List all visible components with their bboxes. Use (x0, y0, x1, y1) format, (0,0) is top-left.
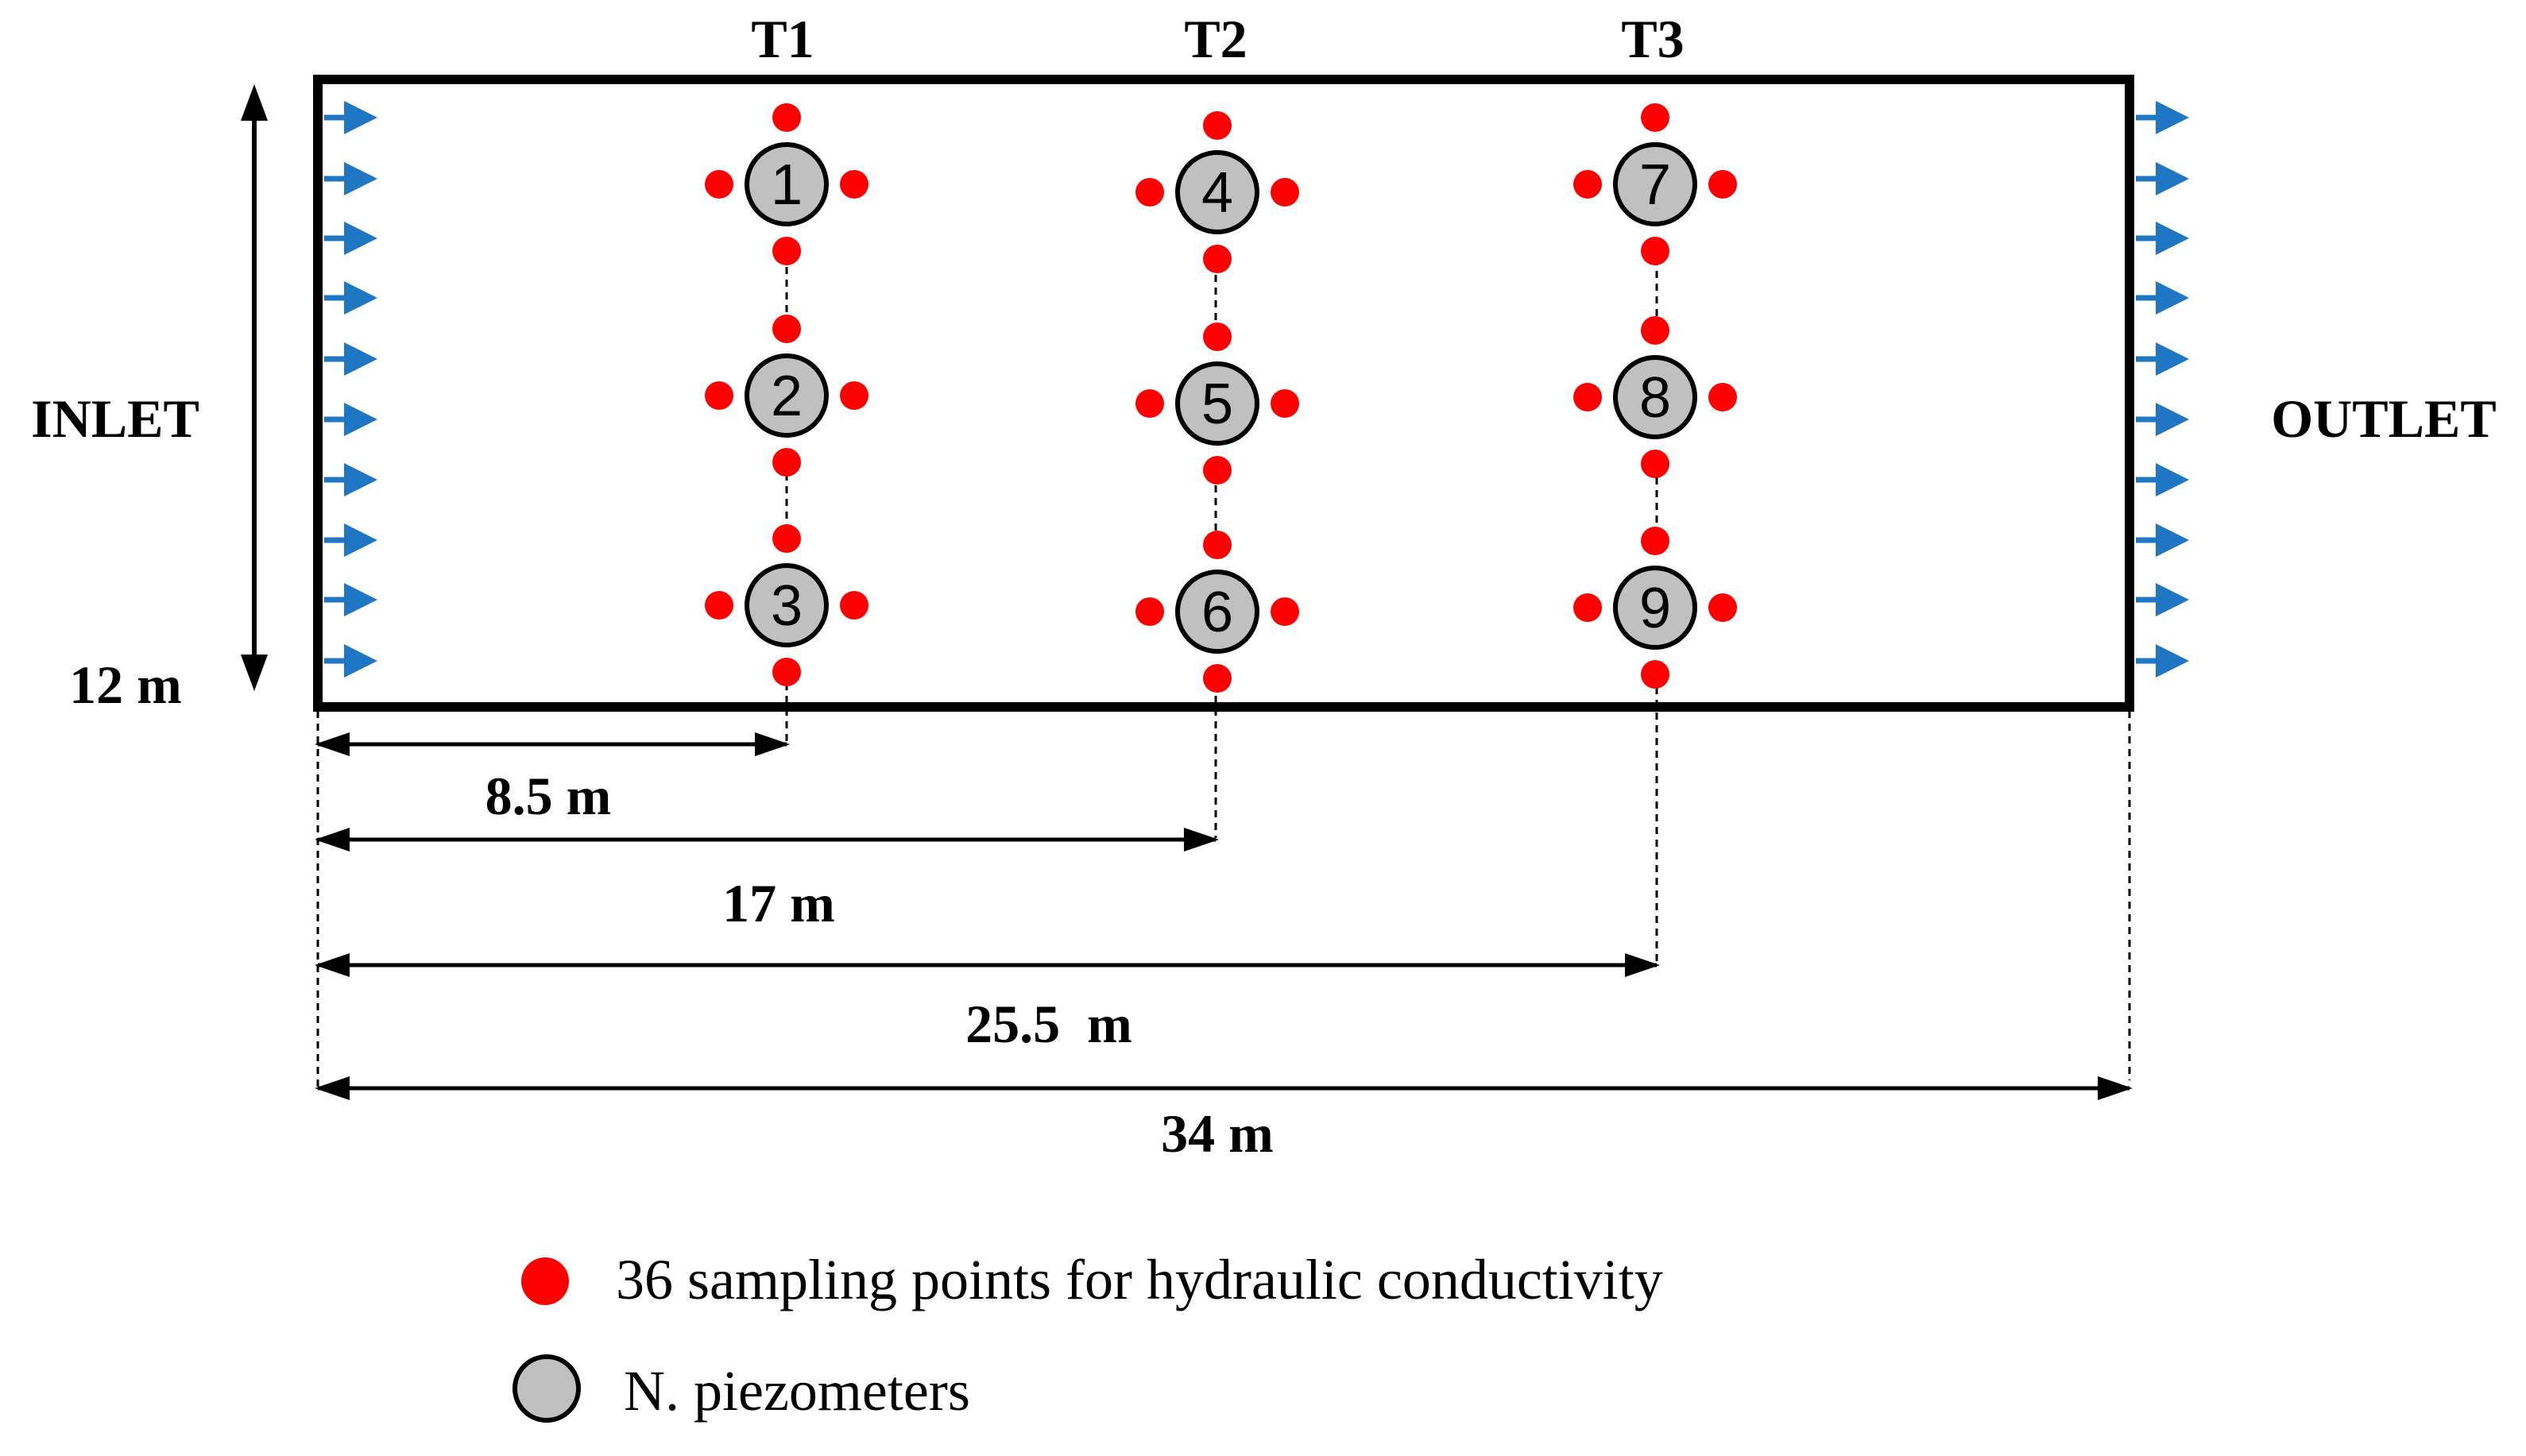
distance-dimension-34 (315, 1076, 2133, 1100)
sampling-point-6-bottom (1203, 664, 1232, 693)
piezometer-9: 9 (1573, 527, 1737, 689)
sampling-point-4-left (1135, 178, 1164, 207)
piezometer-6: 6 (1135, 531, 1299, 693)
piezometer-circle-2 (745, 353, 829, 438)
sampling-point-1-bottom (772, 237, 801, 265)
transect-label-t3: T3 (1621, 9, 1684, 69)
piezometer-circle-3 (745, 563, 829, 647)
piezometer-number-2: 2 (771, 365, 803, 428)
sampling-point-8-top (1641, 316, 1669, 345)
sampling-point-9-top (1641, 527, 1669, 555)
outlet-flow-arrows (2136, 101, 2189, 678)
sampling-point-2-top (772, 315, 801, 343)
piezometer-number-7: 7 (1639, 153, 1671, 217)
piezometer-8: 8 (1573, 316, 1737, 478)
piezometer-5: 5 (1135, 322, 1299, 485)
sampling-point-7-top (1641, 103, 1669, 132)
piezometer-number-1: 1 (771, 153, 803, 217)
sampling-point-6-top (1203, 531, 1232, 559)
sampling-point-6-right (1271, 597, 1299, 626)
distance-label-34: 34 m (1161, 1103, 1274, 1164)
piezometer-number-3: 3 (771, 574, 803, 638)
sampling-point-9-bottom (1641, 660, 1669, 689)
piezometer-circle-5 (1175, 361, 1259, 446)
sampling-point-6-left (1135, 597, 1164, 626)
piezometer-4: 4 (1135, 111, 1299, 273)
sampling-point-9-left (1573, 593, 1602, 622)
piezometer-circle-6 (1175, 570, 1259, 654)
sampling-point-5-bottom (1203, 456, 1232, 485)
sampling-point-5-top (1203, 322, 1232, 351)
sampling-point-7-right (1708, 170, 1737, 199)
piezometer-number-6: 6 (1201, 581, 1233, 644)
sampling-point-1-right (840, 170, 868, 199)
piezometer-number-4: 4 (1201, 161, 1233, 225)
legend-piezometers-text: N. piezometers (624, 1359, 970, 1423)
legend-sampling-point-marker (521, 1257, 569, 1305)
distance-dimension-25-5 (315, 953, 1660, 977)
piezometer-circle-4 (1175, 150, 1259, 234)
legend-piezometer-marker (513, 1354, 581, 1423)
sampling-point-4-bottom (1203, 245, 1232, 273)
piezometer-circle-9 (1613, 566, 1697, 650)
piezometer-2: 2 (705, 315, 868, 477)
sampling-point-5-left (1135, 389, 1164, 418)
sampling-point-4-right (1271, 178, 1299, 207)
sampling-point-2-bottom (772, 448, 801, 477)
sampling-point-2-right (840, 381, 868, 410)
piezometer-number-9: 9 (1639, 577, 1671, 640)
legend-sampling-text: 36 sampling points for hydraulic conduct… (616, 1248, 1663, 1311)
piezometer-1: 1 (705, 103, 868, 265)
distance-label-17: 17 m (722, 873, 835, 933)
sampling-point-3-top (772, 524, 801, 553)
sampling-point-4-top (1203, 111, 1232, 140)
sampling-point-7-bottom (1641, 237, 1669, 265)
transect-label-t1: T1 (751, 9, 814, 69)
sampling-point-3-bottom (772, 658, 801, 686)
transect-dashed-lines (316, 254, 2131, 1092)
distance-dimension-8-5 (315, 732, 790, 756)
piezometer-circle-1 (745, 142, 829, 226)
transect-label-t2: T2 (1184, 9, 1247, 69)
piezometer-circle-7 (1613, 142, 1697, 226)
piezometer-number-8: 8 (1639, 366, 1671, 430)
sampling-point-2-left (705, 381, 733, 410)
piezometer-3: 3 (705, 524, 868, 686)
piezometer-number-5: 5 (1201, 373, 1233, 436)
piezometer-7: 7 (1573, 103, 1737, 265)
height-dimension-arrow (241, 84, 268, 691)
inlet-label: INLET (31, 388, 199, 449)
sampling-point-8-right (1708, 383, 1737, 411)
sampling-point-3-right (840, 591, 868, 620)
domain-boundary (313, 75, 2134, 712)
sampling-point-8-left (1573, 383, 1602, 411)
piezometer-circle-8 (1613, 355, 1697, 439)
sampling-point-5-right (1271, 389, 1299, 418)
sampling-point-7-left (1573, 170, 1602, 199)
inlet-flow-arrows (324, 101, 377, 678)
sampling-point-9-right (1708, 593, 1737, 622)
height-label: 12 m (69, 655, 182, 715)
piezometer-groups: 1 2 3 4 5 6 7 8 9 (705, 103, 1737, 693)
outlet-label: OUTLET (2271, 388, 2496, 449)
sampling-point-8-bottom (1641, 450, 1669, 478)
sampling-point-1-top (772, 103, 801, 132)
sampling-point-3-left (705, 591, 733, 620)
distance-label-25-5: 25.5 m (965, 994, 1132, 1054)
distance-dimension-17 (315, 828, 1219, 852)
distance-label-8-5: 8.5 m (485, 766, 612, 826)
sampling-point-1-left (705, 170, 733, 199)
